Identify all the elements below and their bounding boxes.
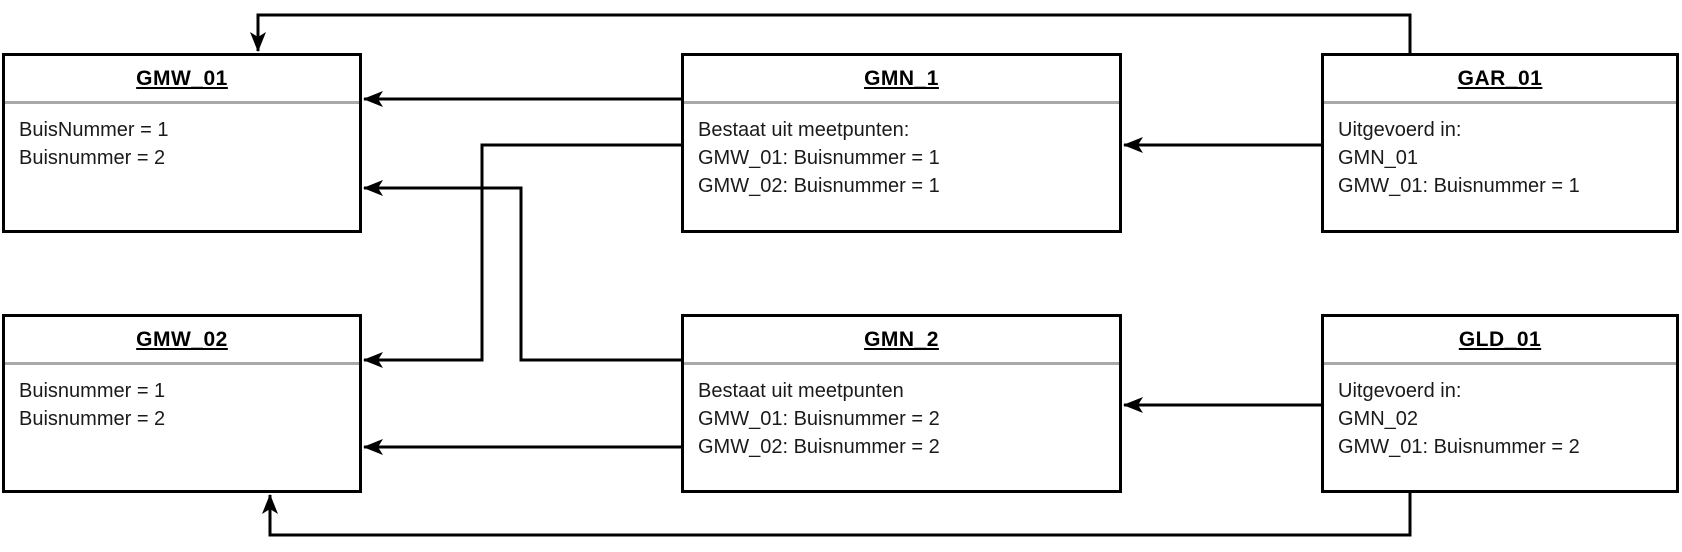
node-line: GMN_01	[1338, 147, 1419, 169]
node-line: GMW_02: Buisnummer = 2	[698, 436, 940, 458]
node-gld-01: GLD_01 Uitgevoerd in: GMN_02 GMW_01: Bui…	[1321, 314, 1679, 493]
node-line: Bestaat uit meetpunten:	[698, 119, 910, 141]
node-gmn-1-title: GMN_1	[684, 56, 1119, 104]
node-line: GMN_02	[1338, 408, 1419, 430]
node-gmw-01: GMW_01 BuisNummer = 1 Buisnummer = 2	[2, 53, 362, 233]
node-gmn-1-body: Bestaat uit meetpunten: GMW_01: Buisnumm…	[684, 104, 1119, 212]
node-line: BuisNummer = 1	[19, 119, 169, 141]
edge-gmn2-to-gmw01	[363, 180, 681, 362]
node-gmw-01-body: BuisNummer = 1 Buisnummer = 2	[5, 104, 359, 184]
node-gld-01-title: GLD_01	[1324, 317, 1676, 365]
node-gmn-2-body: Bestaat uit meetpunten GMW_01: Buisnumme…	[684, 365, 1119, 473]
node-line: Buisnummer = 2	[19, 408, 166, 430]
node-gmw-02-body: Buisnummer = 1 Buisnummer = 2	[5, 365, 359, 445]
node-line: GMW_01: Buisnummer = 2	[1338, 436, 1580, 458]
node-line: Uitgevoerd in:	[1338, 380, 1462, 402]
node-gmw-01-title: GMW_01	[5, 56, 359, 104]
node-gld-01-body: Uitgevoerd in: GMN_02 GMW_01: Buisnummer…	[1324, 365, 1676, 473]
node-line: GMW_01: Buisnummer = 1	[1338, 175, 1580, 197]
node-line: Buisnummer = 1	[19, 380, 166, 402]
node-gmn-2: GMN_2 Bestaat uit meetpunten GMW_01: Bui…	[681, 314, 1122, 493]
node-line: GMW_02: Buisnummer = 1	[698, 175, 940, 197]
node-gar-01: GAR_01 Uitgevoerd in: GMN_01 GMW_01: Bui…	[1321, 53, 1679, 233]
node-gmn-2-title: GMN_2	[684, 317, 1119, 365]
node-gmw-02-title: GMW_02	[5, 317, 359, 365]
node-gar-01-body: Uitgevoerd in: GMN_01 GMW_01: Buisnummer…	[1324, 104, 1676, 212]
node-line: GMW_01: Buisnummer = 1	[698, 147, 940, 169]
node-line: Uitgevoerd in:	[1338, 119, 1462, 141]
edge-gmn1-to-gmw02	[363, 143, 681, 368]
node-line: Buisnummer = 2	[19, 147, 166, 169]
edge-gar01-to-gmw01	[250, 13, 1412, 53]
edge-gld01-to-gmw02	[262, 493, 1412, 537]
node-gmn-1: GMN_1 Bestaat uit meetpunten: GMW_01: Bu…	[681, 53, 1122, 233]
node-line: Bestaat uit meetpunten	[698, 380, 904, 402]
node-gmw-02: GMW_02 Buisnummer = 1 Buisnummer = 2	[2, 314, 362, 493]
node-gar-01-title: GAR_01	[1324, 56, 1676, 104]
node-line: GMW_01: Buisnummer = 2	[698, 408, 940, 430]
